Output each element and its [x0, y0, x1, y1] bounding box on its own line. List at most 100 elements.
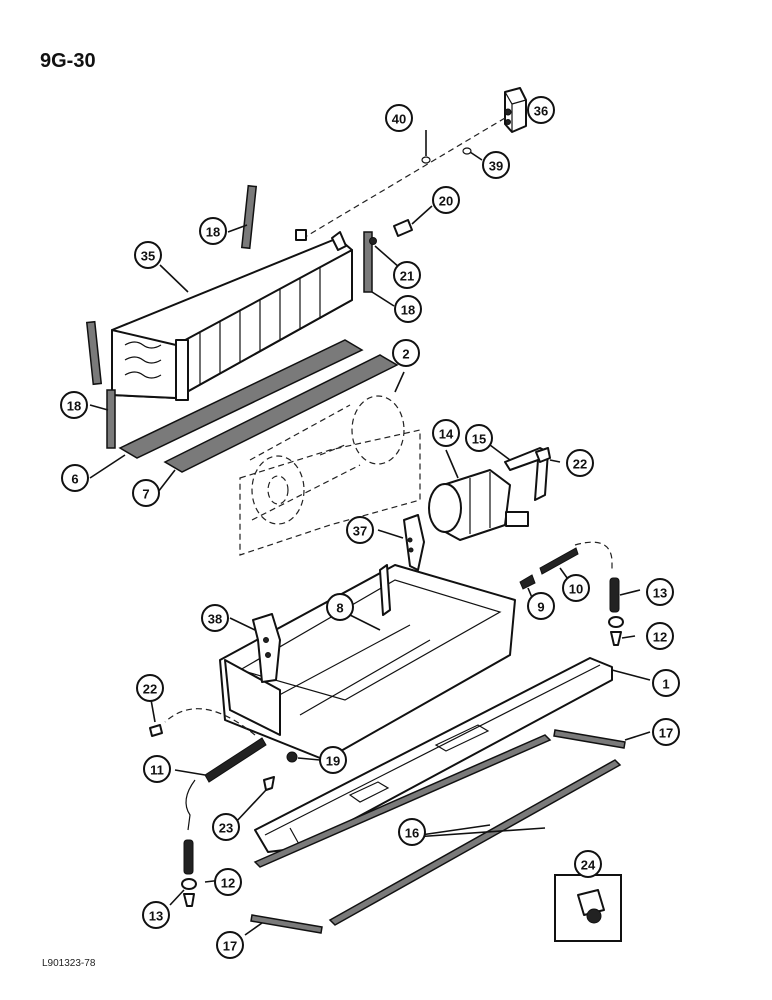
fitting-20 — [393, 219, 413, 237]
callout-number: 35 — [141, 249, 155, 264]
callout-20: 20 — [432, 186, 460, 214]
screw-23 — [263, 776, 275, 791]
callout-number: 15 — [472, 432, 486, 447]
foam-strip-17-lower — [250, 914, 323, 934]
callout-number: 38 — [208, 612, 222, 627]
blower-assembly — [239, 395, 421, 556]
foam-seal-6 — [118, 339, 364, 459]
callout-14: 14 — [432, 419, 460, 447]
callout-12: 12 — [214, 868, 242, 896]
callout-number: 17 — [223, 939, 237, 954]
callout-number: 22 — [143, 682, 157, 697]
foam-strip-18d — [106, 389, 116, 449]
callout-circle — [214, 868, 242, 896]
callout-number: 10 — [569, 582, 583, 597]
callout-11: 11 — [143, 755, 171, 783]
clamp-9 — [519, 574, 536, 590]
callout-22: 22 — [566, 449, 594, 477]
leader-lines — [89, 109, 651, 936]
callout-8: 8 — [326, 593, 354, 621]
cover-plate — [254, 657, 613, 853]
callout-circle — [385, 104, 413, 132]
callout-number: 7 — [142, 487, 149, 502]
valve-12-upper — [610, 631, 622, 646]
callout-12: 12 — [646, 622, 674, 650]
callout-1: 1 — [652, 669, 680, 697]
callout-circle — [346, 516, 374, 544]
callout-circle — [199, 217, 227, 245]
callout-circle — [393, 261, 421, 289]
grommet-13-lower — [181, 878, 197, 890]
callout-number: 20 — [439, 194, 453, 209]
spring-11 — [204, 737, 267, 783]
bracket-37-hole-b — [408, 547, 414, 553]
callout-circle — [432, 186, 460, 214]
callout-circle — [319, 746, 347, 774]
callout-16: 16 — [398, 818, 426, 846]
bracket-37 — [403, 514, 425, 571]
blower-motor — [428, 469, 529, 541]
valve-12-lower — [183, 893, 195, 907]
callout-37: 37 — [346, 516, 374, 544]
page-number: 9G-30 — [40, 50, 96, 72]
bracket-38-hole-b — [265, 652, 271, 658]
callout-circle — [326, 593, 354, 621]
callout-number: 14 — [439, 427, 454, 442]
callout-number: 18 — [206, 225, 220, 240]
callout-7: 7 — [132, 479, 160, 507]
callout-17: 17 — [652, 718, 680, 746]
callout-22: 22 — [136, 674, 164, 702]
callout-circle — [527, 592, 555, 620]
callout-circle — [562, 574, 590, 602]
callout-number: 18 — [67, 399, 81, 414]
callout-38: 38 — [201, 604, 229, 632]
callout-number: 1 — [662, 677, 669, 692]
callout-13: 13 — [646, 578, 674, 606]
callout-9: 9 — [527, 592, 555, 620]
callout-number: 12 — [221, 876, 235, 891]
callout-circle — [212, 813, 240, 841]
callout-10: 10 — [562, 574, 590, 602]
callout-number: 37 — [353, 524, 367, 539]
callout-number: 36 — [534, 104, 548, 119]
spring-13-upper — [609, 577, 620, 613]
callout-23: 23 — [212, 813, 240, 841]
callout-36: 36 — [527, 96, 555, 124]
callout-circle — [566, 449, 594, 477]
callout-circle — [132, 479, 160, 507]
drain-line-right — [574, 541, 613, 570]
grommet-13-upper — [608, 616, 624, 628]
callout-circle — [646, 578, 674, 606]
callout-number: 24 — [581, 858, 596, 873]
drain-hose-left — [185, 779, 196, 831]
callout-circle — [482, 151, 510, 179]
callout-number: 18 — [401, 303, 415, 318]
callout-circle — [136, 674, 164, 702]
callout-number: 12 — [653, 630, 667, 645]
callout-number: 17 — [659, 726, 673, 741]
callout-number: 23 — [219, 821, 233, 836]
callout-35: 35 — [134, 241, 162, 269]
callout-19: 19 — [319, 746, 347, 774]
callout-circle — [392, 339, 420, 367]
callout-number: 16 — [405, 826, 419, 841]
bolt-22-lower — [149, 724, 163, 737]
callout-number: 40 — [392, 112, 406, 127]
evaporator-core — [111, 229, 353, 401]
callout-24: 24 — [574, 850, 602, 878]
callout-circle — [134, 241, 162, 269]
spring-13-lower — [183, 839, 194, 875]
foam-strip-18b — [363, 231, 373, 293]
foam-strip-16b — [328, 759, 622, 926]
nut-21 — [369, 237, 377, 245]
callout-circle — [652, 718, 680, 746]
bracket-38-hole-a — [263, 637, 269, 643]
callout-18: 18 — [60, 391, 88, 419]
callout-40: 40 — [385, 104, 413, 132]
foam-strip-18c — [85, 320, 103, 386]
bracket-38 — [252, 613, 281, 683]
callout-number: 13 — [653, 586, 667, 601]
bolt-22-upper — [535, 447, 551, 463]
